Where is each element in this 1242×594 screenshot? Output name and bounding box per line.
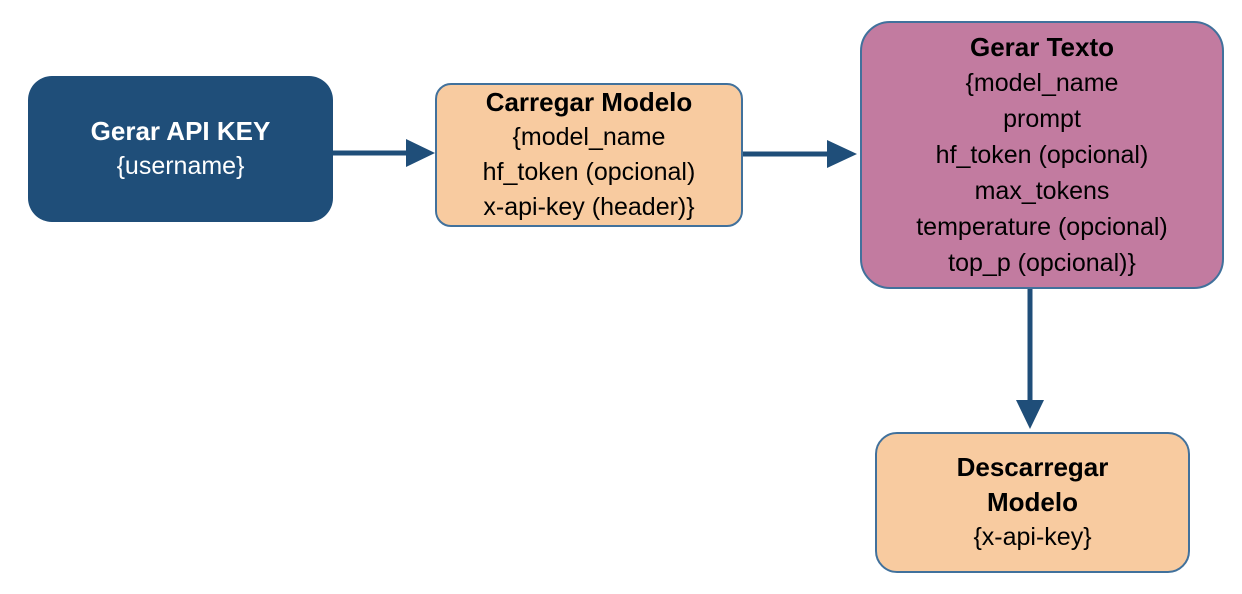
node-title: Gerar API KEY <box>90 116 271 146</box>
arrow-gerar-texto-to-descarregar-modelo <box>1016 289 1044 429</box>
node-param-line: top_p (opcional)} <box>948 248 1136 277</box>
arrow-head-down-icon <box>1016 400 1044 429</box>
node-title: Gerar Texto <box>969 31 1114 62</box>
node-title: Carregar Modelo <box>485 87 693 117</box>
node-param-line: {username} <box>116 152 245 180</box>
node-title: Descarregar Modelo <box>956 452 1116 517</box>
arrow-gerar-api-key-to-carregar-modelo <box>333 139 435 167</box>
node-param-line: {x-api-key} <box>973 523 1092 551</box>
node-param-line: prompt <box>1003 104 1081 133</box>
node-gerar-api-key: Gerar API KEY {username} <box>28 76 333 222</box>
node-carregar-modelo: Carregar Modelo {model_name hf_token (op… <box>435 83 743 227</box>
node-descarregar-modelo: Descarregar Modelo {x-api-key} <box>875 432 1190 573</box>
arrow-head-right-icon <box>827 140 857 168</box>
node-param-line: hf_token (opcional) <box>935 140 1149 169</box>
node-param-line: hf_token (opcional) <box>482 158 696 186</box>
arrow-carregar-modelo-to-gerar-texto <box>743 140 857 168</box>
node-param-line: temperature (opcional) <box>916 212 1168 241</box>
node-param-line: {model_name <box>512 123 666 151</box>
arrow-head-right-icon <box>406 139 435 167</box>
node-param-line: {model_name <box>965 68 1119 97</box>
node-gerar-texto: Gerar Texto {model_name prompt hf_token … <box>860 21 1224 289</box>
node-param-line: max_tokens <box>974 176 1110 205</box>
node-param-line: x-api-key (header)} <box>483 193 695 221</box>
